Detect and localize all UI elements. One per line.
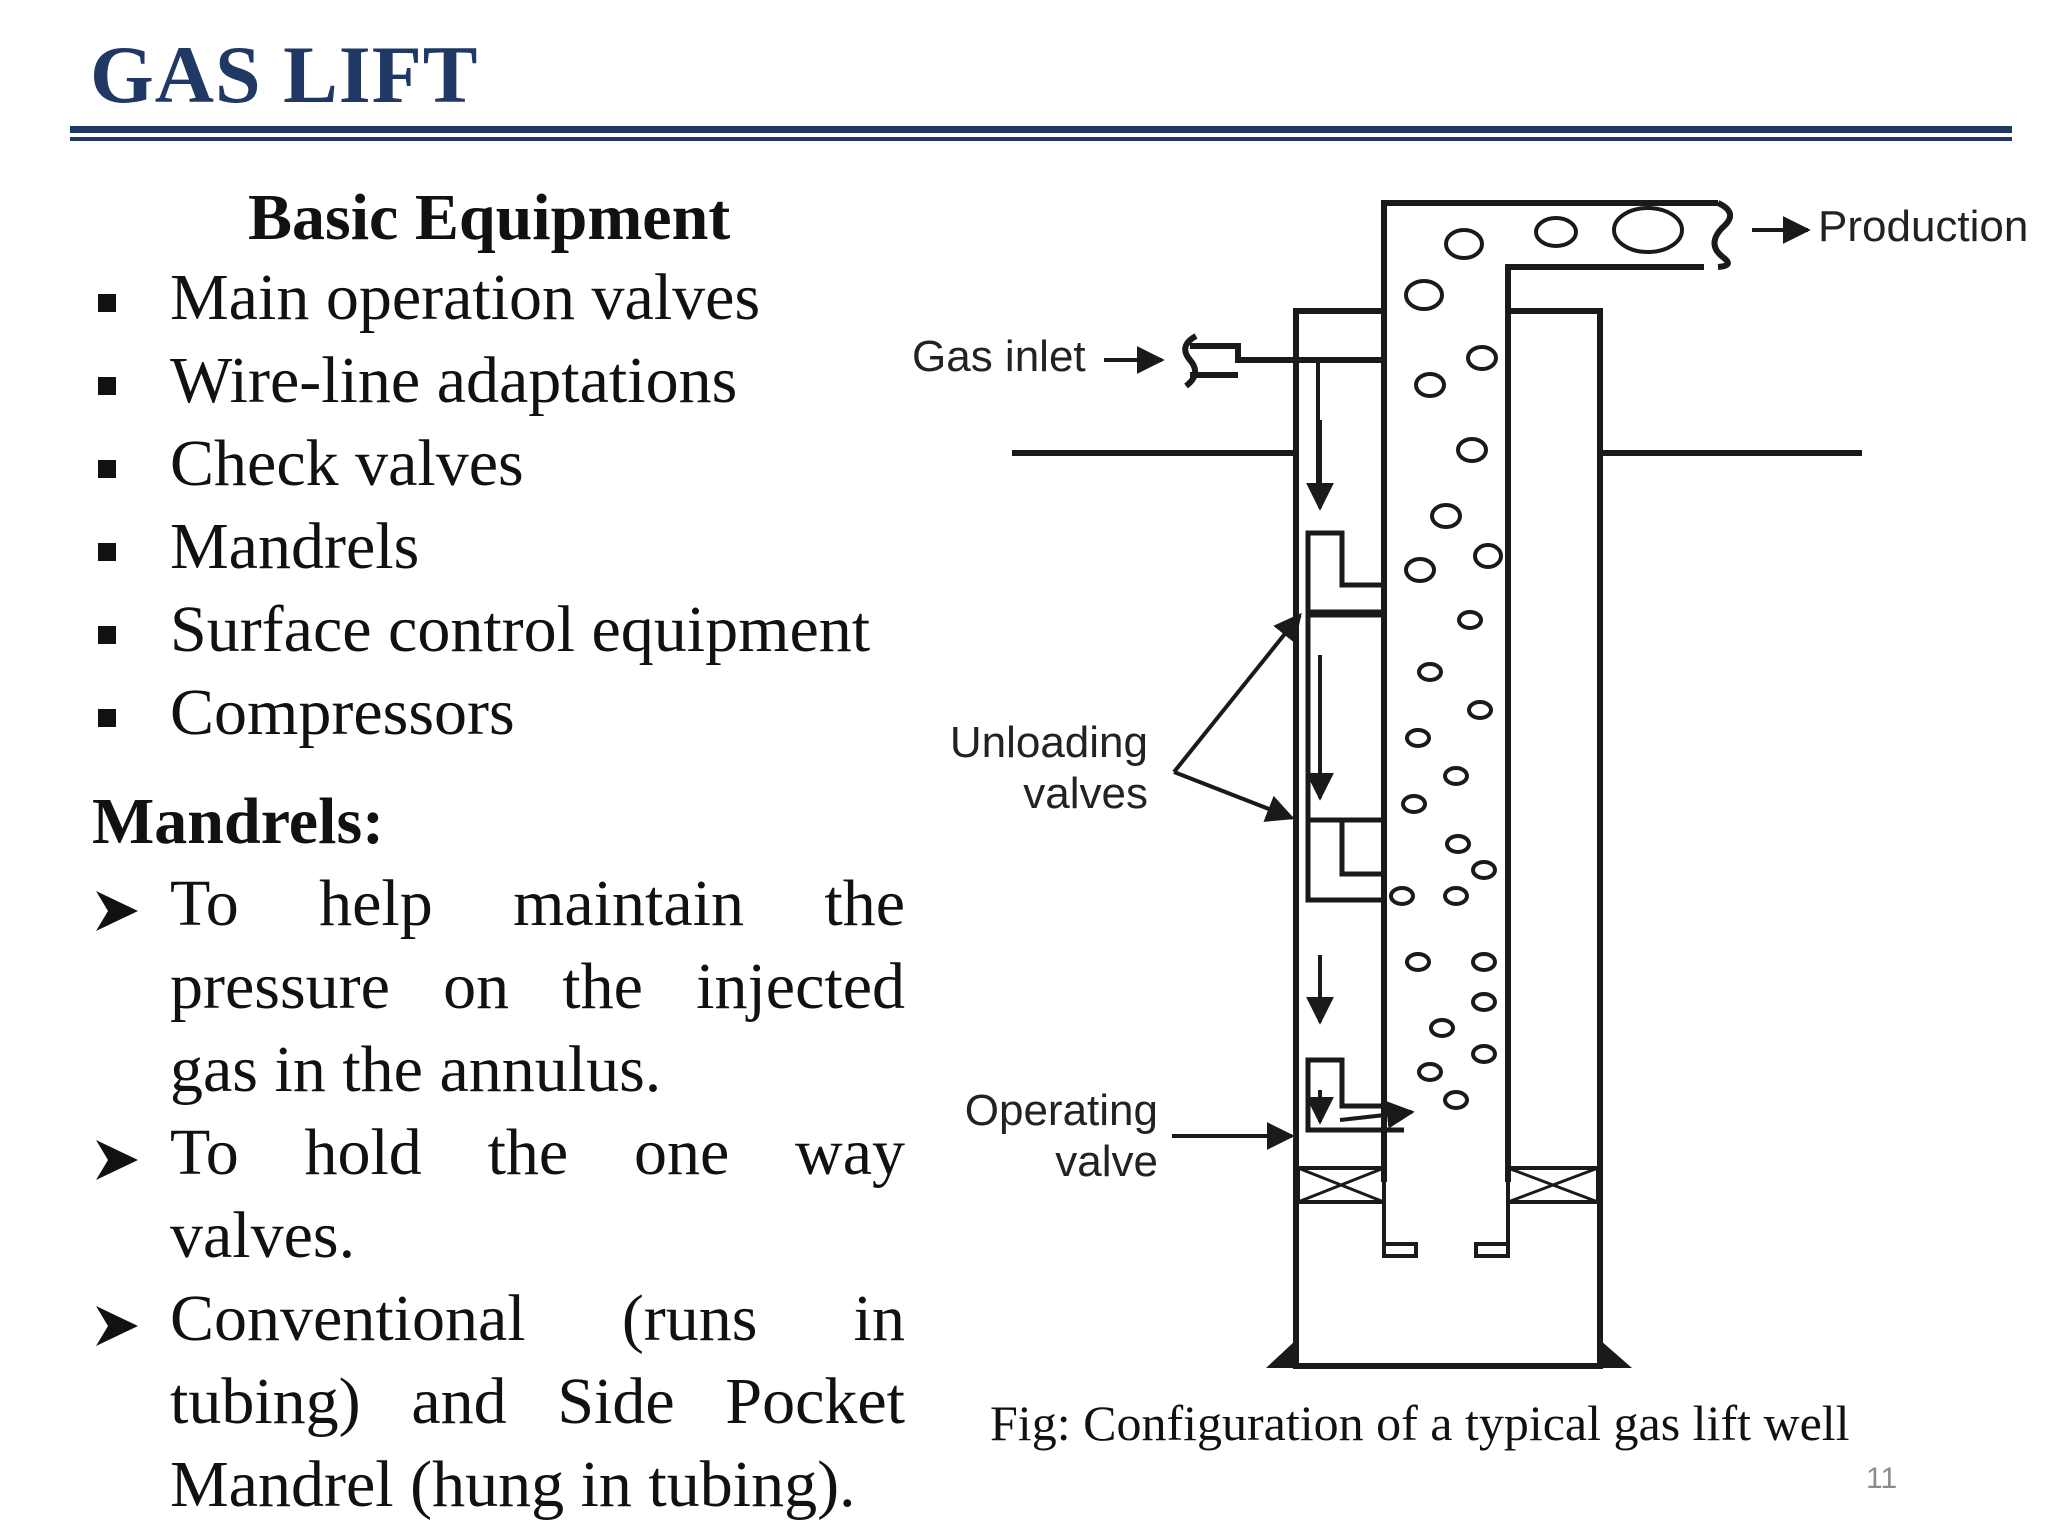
square-bullet-icon	[98, 377, 116, 395]
arrowhead-bullet-icon	[96, 1140, 138, 1180]
mandrels-point-line: Mandrel (hung in tubing).	[170, 1448, 856, 1521]
mandrel-tubing-section	[1305, 612, 1384, 823]
production-pipe-break	[1711, 200, 1733, 270]
mandrels-point-line: pressure on the injected	[170, 950, 905, 1023]
gas-bubbles	[1389, 206, 1684, 1110]
operating-valve-label: Operating valve	[964, 1086, 1158, 1186]
slide-title: GAS LIFT	[90, 29, 479, 120]
mandrel-pocket-middle	[1305, 817, 1384, 903]
unloading-valves-label: Unloading valves	[949, 718, 1148, 818]
mandrels-point-line: To help maintain the	[170, 867, 905, 940]
mandrel-pocket-operating	[1305, 1057, 1404, 1133]
gas-inlet-pipe	[1190, 343, 1384, 363]
square-bullet-icon	[98, 709, 116, 727]
wellhead-right-outline	[1508, 308, 1603, 453]
square-bullet-icon	[98, 294, 116, 312]
production-label: Production	[1818, 202, 2029, 251]
square-bullet-icon	[98, 626, 116, 644]
figure-caption: Fig: Configuration of a typical gas lift…	[990, 1395, 1850, 1451]
mandrels-point-line: tubing) and Side Pocket	[170, 1365, 905, 1438]
page-number: 11	[1866, 1462, 1898, 1495]
mandrels-point-line: To hold the one way	[170, 1116, 905, 1189]
arrowhead-bullet-icon	[96, 1306, 138, 1346]
mandrels-heading: Mandrels:	[92, 785, 385, 858]
title-underline-rule	[70, 126, 2012, 144]
mandrel-pocket-upper	[1305, 530, 1384, 615]
mandrels-point-line: gas in the annulus.	[170, 1033, 662, 1106]
casing-outline	[1293, 453, 1603, 1369]
wellhead-left-outline	[1293, 308, 1384, 453]
gas-inlet-label: Gas inlet	[912, 332, 1086, 381]
mandrels-point-line: valves.	[170, 1199, 356, 1272]
packer-left	[1296, 1166, 1386, 1204]
mandrels-point-line: Conventional (runs in	[170, 1282, 905, 1355]
square-bullet-icon	[98, 460, 116, 478]
arrowhead-bullet-icon	[96, 891, 138, 931]
basic-equipment-heading: Basic Equipment	[248, 181, 731, 254]
tubing-right-wall	[1505, 200, 1718, 1182]
tubing-left-wall	[1381, 200, 1704, 1182]
gas-inlet-pipe-break	[1182, 333, 1199, 389]
square-bullet-icon	[98, 543, 116, 561]
packer-right	[1506, 1166, 1600, 1204]
